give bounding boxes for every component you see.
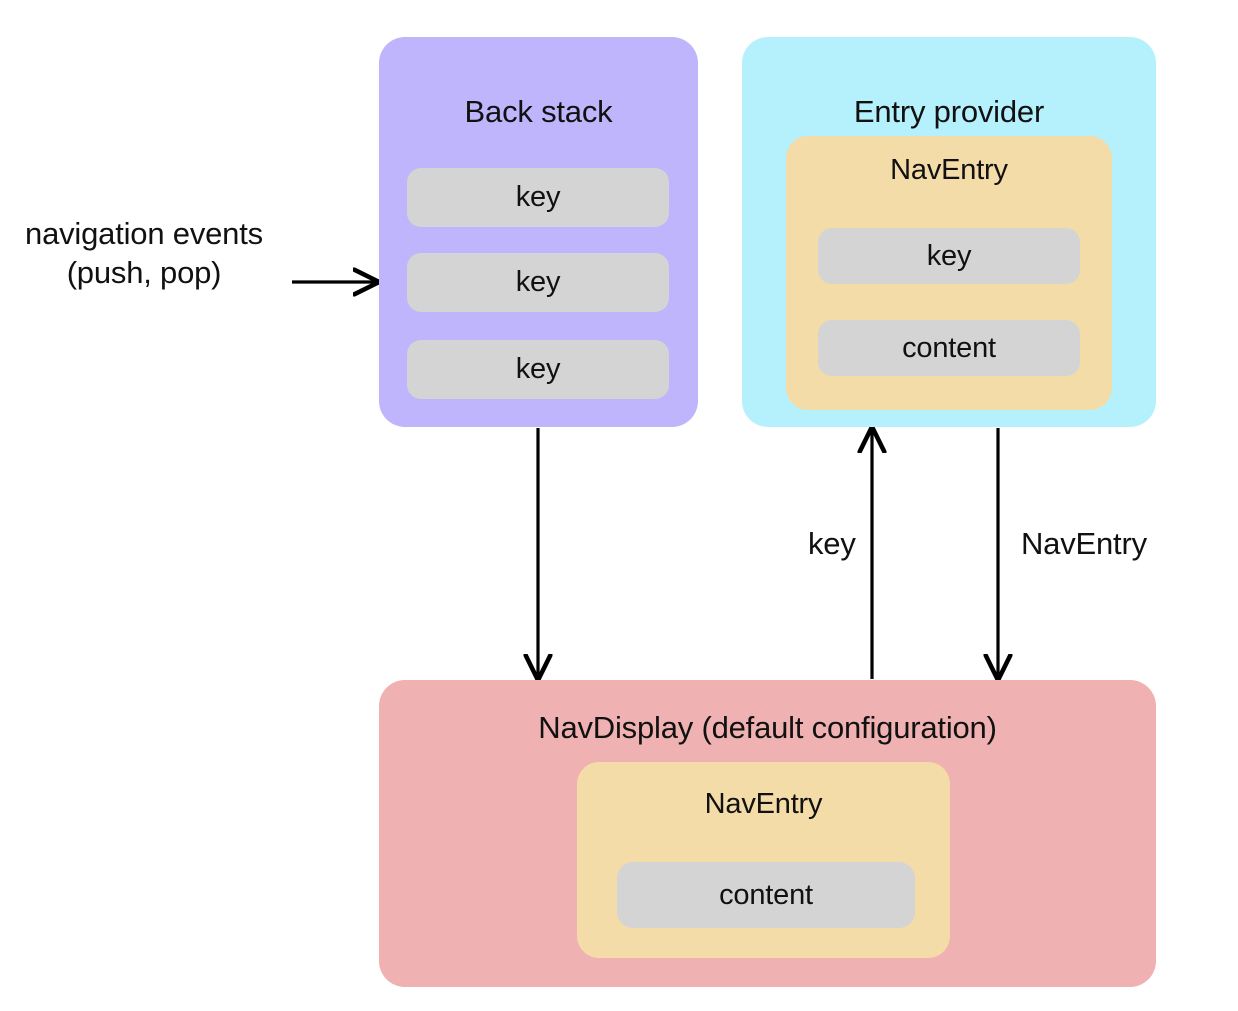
back-stack-title: Back stack <box>464 94 613 129</box>
nav-display-nav-entry-title: NavEntry <box>704 788 823 820</box>
back-stack-key-label: key <box>515 266 561 298</box>
navigation-events-label-line1: navigation events <box>25 216 263 251</box>
key-edge-label: key <box>808 526 856 561</box>
nav-display-nav-entry-box[interactable]: NavEntry <box>577 762 950 958</box>
nav-display-content-chip[interactable]: content <box>617 862 915 928</box>
entry-provider-key-label: key <box>926 239 972 272</box>
entry-provider-content-chip[interactable]: content <box>818 320 1080 376</box>
entry-provider-key-chip[interactable]: key <box>818 228 1080 284</box>
back-stack-key-chip[interactable]: key <box>407 253 669 312</box>
back-stack-key-chip[interactable]: key <box>407 340 669 399</box>
back-stack-key-label: key <box>515 353 561 385</box>
entry-provider-title: Entry provider <box>853 94 1045 129</box>
entry-provider-content-label: content <box>902 331 996 364</box>
nav-entry-edge-label: NavEntry <box>1021 526 1147 561</box>
back-stack-key-label: key <box>515 181 561 213</box>
navigation-events-label-line2: (push, pop) <box>66 254 222 290</box>
nav-display-title: NavDisplay (default configuration) <box>538 710 997 745</box>
navigation-events-label: navigation events (push, pop) <box>8 215 280 293</box>
nav-display-content-label: content <box>719 878 813 911</box>
entry-provider-nav-entry-title: NavEntry <box>890 154 1008 186</box>
back-stack-key-chip[interactable]: key <box>407 168 669 227</box>
